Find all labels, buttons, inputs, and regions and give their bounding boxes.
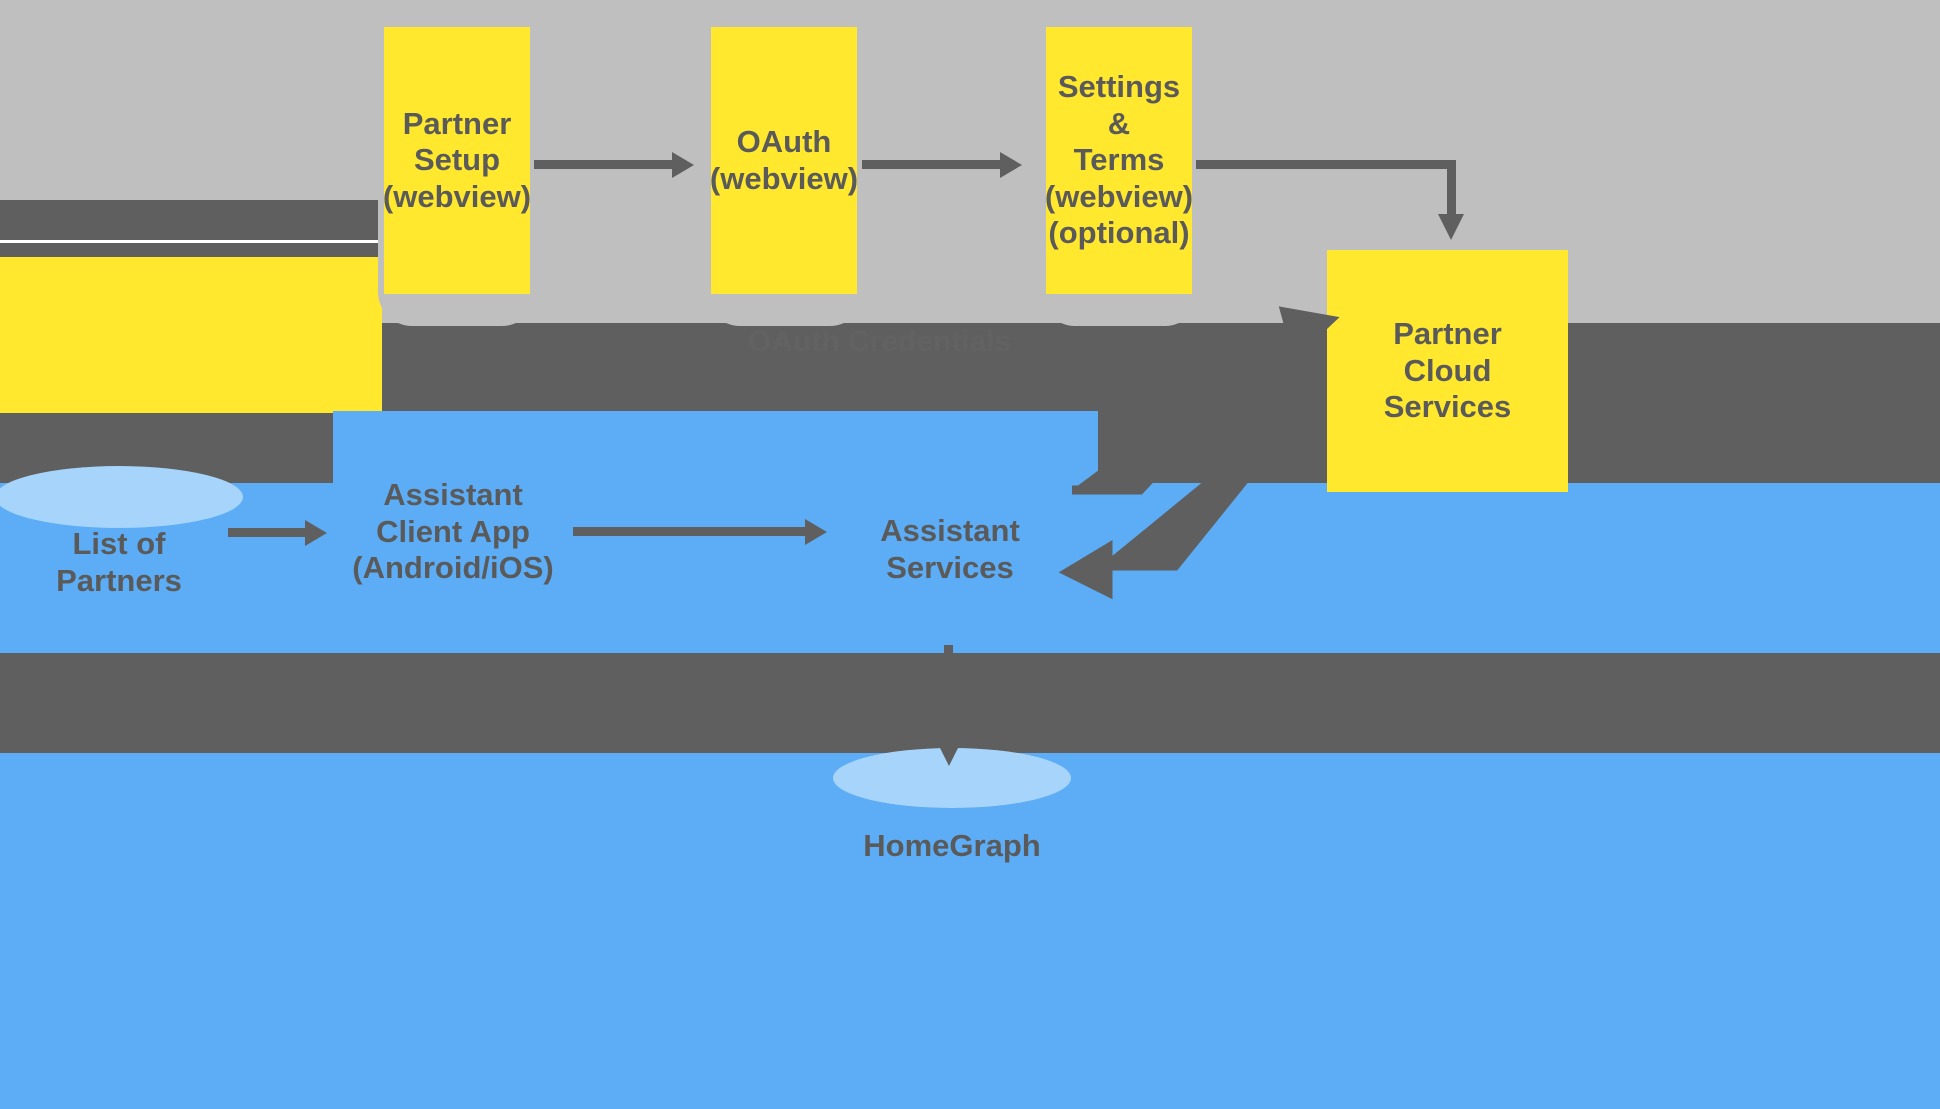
node-settings-terms-line-0: Settings &: [1057, 69, 1181, 141]
node-oauth-line-0: OAuth: [736, 123, 832, 159]
home-graph-cylinder-bottom: [833, 854, 1071, 918]
arrow-list-of-partners-to-client-app: [228, 528, 316, 537]
arrow-assistant-services-to-home-graph: [944, 645, 953, 755]
list-of-partners-cylinder-bottom: [0, 582, 243, 646]
node-settings-terms-line-1: Terms: [1073, 142, 1165, 178]
list-of-partners-line-0: List of: [72, 526, 166, 561]
arrow-client-app-to-assistant-services-head: [805, 519, 827, 545]
arrow-settings-terms-to-cloud-segment: [1196, 160, 1456, 169]
arrow-settings-terms-to-cloud-vertical: [1447, 160, 1456, 220]
node-list-of-partners[interactable]: List of Partners: [0, 466, 243, 656]
node-assistant-services[interactable]: Assistant Services: [830, 470, 1070, 630]
node-assistant-services-line-0: Assistant: [880, 513, 1020, 549]
node-settings-terms-line-3: (optional): [1048, 215, 1190, 251]
background-band-gray-light: [0, 0, 1940, 200]
edge-label-oauth-credentials: OAuth Credentials: [748, 325, 1012, 358]
background-band-gray-dark-mid: [382, 323, 1940, 413]
node-assistant-services-line-1: Services: [886, 550, 1014, 585]
arrow-assistant-services-to-home-graph-head: [936, 740, 962, 766]
node-assistant-client-app-line-2: (Android/iOS): [352, 550, 554, 586]
node-settings-terms[interactable]: Settings & Terms (webview) (optional): [1044, 27, 1194, 294]
node-partner-setup-line-1: Setup: [413, 142, 501, 178]
node-assistant-client-app-line-1: Client App: [376, 513, 530, 549]
arrow-partner-setup-to-oauth-head: [672, 152, 694, 178]
node-oauth-line-1: (webview): [709, 160, 859, 196]
node-settings-terms-line-2: (webview): [1044, 178, 1194, 214]
home-graph-line-0: HomeGraph: [863, 828, 1041, 863]
arrow-list-of-partners-to-client-app-head: [305, 520, 327, 546]
node-home-graph[interactable]: HomeGraph: [833, 748, 1071, 938]
node-partner-setup-line-2: (webview): [382, 178, 532, 214]
list-of-partners-line-1: Partners: [56, 562, 182, 598]
arrow-settings-terms-to-cloud-head: [1438, 214, 1464, 240]
list-of-partners-label: List of Partners: [0, 526, 243, 599]
background-band-gray-dark-lower: [0, 653, 1940, 753]
node-partner-setup[interactable]: Partner Setup (webview): [382, 27, 532, 294]
node-partner-setup-line-0: Partner: [402, 105, 512, 141]
node-partner-cloud-services-line-0: Partner: [1393, 316, 1502, 352]
home-graph-label: HomeGraph: [833, 828, 1071, 865]
node-oauth[interactable]: OAuth (webview): [709, 27, 859, 294]
node-partner-cloud-services-line-1: Cloud: [1403, 352, 1492, 388]
node-partner-cloud-services[interactable]: Partner Cloud Services: [1327, 250, 1568, 492]
arrow-client-app-to-assistant-services: [573, 527, 813, 536]
node-assistant-client-app-line-0: Assistant: [383, 477, 523, 513]
node-partner-cloud-services-line-2: Services: [1383, 389, 1512, 425]
arrow-oauth-to-settings-terms: [862, 160, 1012, 169]
arrow-partner-setup-to-oauth: [534, 160, 684, 169]
list-of-partners-cylinder-top: [0, 466, 243, 528]
arrow-oauth-to-settings-terms-head: [1000, 152, 1022, 178]
